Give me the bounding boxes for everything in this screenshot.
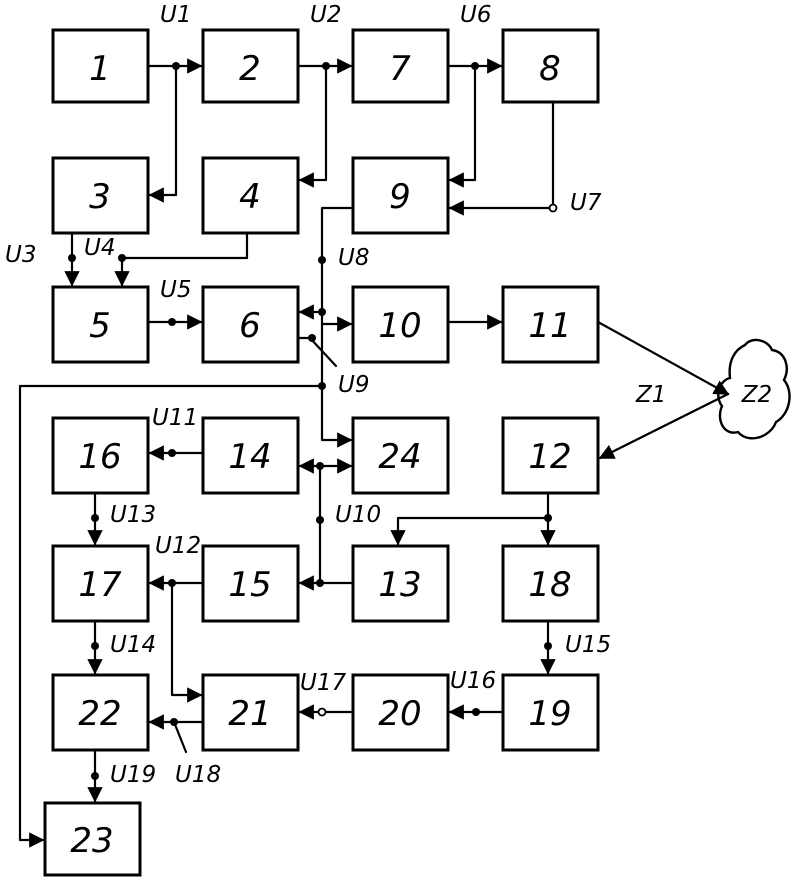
z2-label: Z2 [741, 382, 772, 408]
block-19-label: 19 [528, 694, 571, 734]
block-21: 21 [203, 675, 298, 750]
block-22-label: 22 [78, 694, 121, 734]
block-5: 5 [53, 287, 148, 362]
signal-u16: U16 [450, 668, 496, 694]
block-14: 14 [203, 418, 298, 493]
block-17: 17 [53, 546, 148, 621]
signal-labels: U1 U2 U6 U7 U3 U4 U8 U5 U9 U11 U10 U13 U… [5, 2, 666, 788]
block-11: 11 [503, 287, 598, 362]
block-6-label: 6 [239, 306, 261, 346]
block-24: 24 [353, 418, 448, 493]
block-10-label: 10 [378, 306, 421, 346]
block-11-label: 11 [528, 306, 571, 346]
block-15: 15 [203, 546, 298, 621]
block-13: 13 [353, 546, 448, 621]
signal-u5: U5 [160, 277, 191, 303]
signal-u13: U13 [110, 502, 156, 528]
block-23-label: 23 [70, 821, 113, 861]
signal-u9: U9 [338, 372, 369, 398]
block-2-label: 2 [239, 49, 261, 89]
signal-u17: U17 [300, 670, 346, 696]
block-20: 20 [353, 675, 448, 750]
block-15-label: 15 [228, 565, 271, 605]
block-7-label: 7 [389, 49, 411, 89]
block-10: 10 [353, 287, 448, 362]
signal-u8: U8 [338, 245, 369, 271]
block-22: 22 [53, 675, 148, 750]
signal-u2: U2 [310, 2, 341, 28]
block-16: 16 [53, 418, 148, 493]
signal-u6: U6 [460, 2, 491, 28]
block-12: 12 [503, 418, 598, 493]
block-3-label: 3 [89, 177, 111, 217]
block-18: 18 [503, 546, 598, 621]
signal-u1: U1 [160, 2, 191, 28]
block-14-label: 14 [228, 437, 271, 477]
block-8-label: 8 [539, 49, 561, 89]
block-13-label: 13 [378, 565, 421, 605]
block-21-label: 21 [228, 694, 271, 734]
block-18-label: 18 [528, 565, 571, 605]
signal-u7: U7 [570, 190, 602, 216]
signal-u14: U14 [110, 632, 156, 658]
block-1-label: 1 [89, 49, 111, 89]
signal-u19: U19 [110, 762, 156, 788]
signal-u11: U11 [152, 405, 198, 431]
signal-u10: U10 [335, 502, 381, 528]
signal-u15: U15 [565, 632, 611, 658]
block-20-label: 20 [378, 694, 421, 734]
z1-label: Z1 [635, 382, 666, 408]
block-1: 1 [53, 30, 148, 102]
block-9: 9 [353, 158, 448, 233]
signal-u12: U12 [155, 533, 201, 559]
block-9-label: 9 [389, 177, 411, 217]
block-7: 7 [353, 30, 448, 102]
block-8: 8 [503, 30, 598, 102]
signal-u18: U18 [175, 762, 221, 788]
block-16-label: 16 [78, 437, 121, 477]
object-z2-cloud: Z2 [718, 340, 789, 438]
block-12-label: 12 [528, 437, 571, 477]
signal-u3: U3 [5, 242, 36, 268]
block-5-label: 5 [89, 306, 111, 346]
block-3: 3 [53, 158, 148, 233]
signal-u4: U4 [84, 235, 115, 261]
block-2: 2 [203, 30, 298, 102]
block-4-label: 4 [239, 177, 261, 217]
block-4: 4 [203, 158, 298, 233]
block-19: 19 [503, 675, 598, 750]
block-17-label: 17 [78, 565, 122, 605]
block-6: 6 [203, 287, 298, 362]
block-23: 23 [45, 803, 140, 875]
block-24-label: 24 [378, 437, 421, 477]
